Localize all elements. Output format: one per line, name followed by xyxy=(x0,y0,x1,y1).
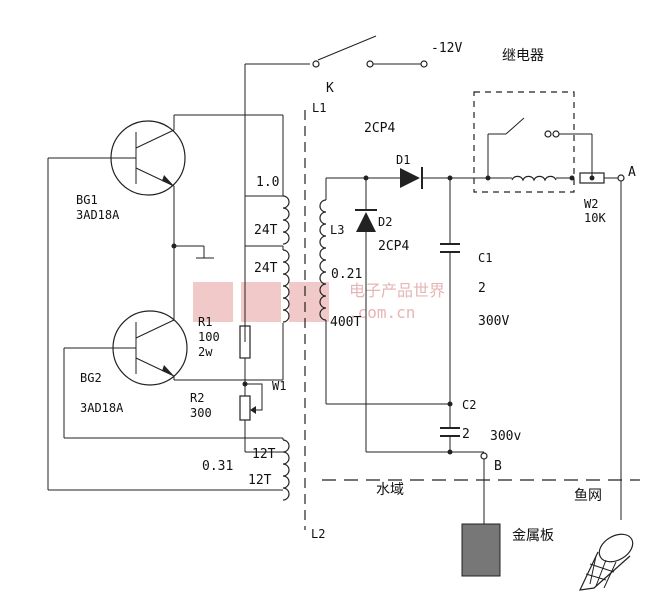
bg1-model: 3AD18A xyxy=(76,208,120,222)
c1-voltage: 300V xyxy=(478,314,509,329)
potentiometer-w1 xyxy=(245,383,263,411)
terminal-b xyxy=(480,452,488,460)
net-label: 鱼网 xyxy=(574,487,602,504)
watermark-cn: 电子产品世界 xyxy=(349,281,445,300)
capacitor-c2 xyxy=(440,427,460,437)
relay-contact xyxy=(505,117,525,135)
transistor-bg1 xyxy=(48,115,186,246)
bg2-label: BG2 xyxy=(80,371,102,385)
c1-label: C1 xyxy=(478,251,492,265)
w2-label: W2 xyxy=(584,197,598,211)
d1-model: 2CP4 xyxy=(364,121,395,136)
l3-label: L3 xyxy=(330,223,344,237)
wire-gauge-3: 0.31 xyxy=(202,459,233,474)
coil-l3 xyxy=(319,199,327,321)
watermark: 电子产品世界 .com.cn xyxy=(193,281,445,322)
c2-voltage: 300v xyxy=(490,429,521,444)
r1-label: R1 xyxy=(198,315,212,329)
switch-k xyxy=(317,35,377,61)
turns-24b: 24T xyxy=(254,261,278,276)
node-b-label: B xyxy=(494,459,502,474)
turns-12a: 12T xyxy=(252,447,276,462)
coil-l1-lower xyxy=(282,249,290,323)
c2-label: C2 xyxy=(462,398,476,412)
switch-label: K xyxy=(326,81,334,96)
relay-coil xyxy=(511,170,557,186)
plate-label: 金属板 xyxy=(512,528,554,544)
diode-d1 xyxy=(400,167,423,189)
w1-label: W1 xyxy=(272,379,286,393)
d2-label: D2 xyxy=(378,215,392,229)
l2-label: L2 xyxy=(311,527,325,541)
r1-power: 2w xyxy=(198,345,213,359)
c2-value: 2 xyxy=(462,427,470,442)
fishing-net-icon xyxy=(578,533,634,591)
d2-model: 2CP4 xyxy=(378,239,409,254)
coil-l1-upper xyxy=(282,195,290,245)
wire-gauge-2: 0.21 xyxy=(331,267,362,282)
r1-value: 100 xyxy=(198,330,220,344)
terminal-a xyxy=(617,174,625,182)
diode-d2 xyxy=(355,209,377,232)
capacitor-c1 xyxy=(440,243,460,253)
supply-label: -12V xyxy=(431,41,462,56)
metal-plate xyxy=(461,523,501,577)
water-label: 水域 xyxy=(376,482,404,498)
relay-label: 继电器 xyxy=(502,48,544,64)
transistor-bg2 xyxy=(64,246,188,386)
turns-400: 400T xyxy=(330,315,361,330)
coil-l2 xyxy=(282,439,290,501)
bg2-model: 3AD18A xyxy=(80,401,124,415)
turns-24a: 24T xyxy=(254,223,278,238)
w2-value: 10K xyxy=(584,211,606,225)
bg1-label: BG1 xyxy=(76,193,98,207)
r2-value: 300 xyxy=(190,406,212,420)
r2-label: R2 xyxy=(190,391,204,405)
wire-gauge-1: 1.0 xyxy=(256,175,279,190)
resistor-r2 xyxy=(239,395,251,421)
l1-label: L1 xyxy=(312,101,326,115)
c1-value: 2 xyxy=(478,281,486,296)
relay-box xyxy=(473,91,575,193)
d1-label: D1 xyxy=(396,153,410,167)
watermark-site: .com.cn xyxy=(348,303,415,322)
turns-12b: 12T xyxy=(248,473,272,488)
node-a-label: A xyxy=(628,165,636,180)
